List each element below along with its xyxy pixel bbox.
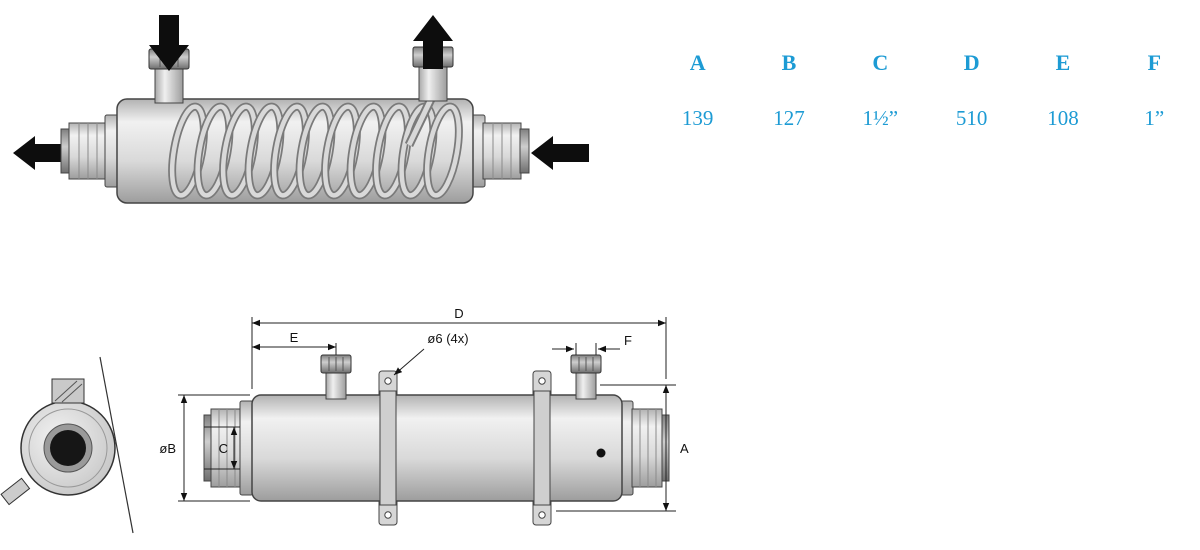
dim-header-c: C <box>872 50 889 75</box>
dim-value-e: 108 <box>1047 106 1079 130</box>
dim-value-a: 139 <box>681 106 714 130</box>
dim-value-b: 127 <box>773 106 805 130</box>
flow-arrow-out-top <box>413 15 453 69</box>
dim-value-d: 510 <box>955 106 988 130</box>
dim-label-e: E <box>290 330 299 345</box>
hose-connector-right-side <box>619 400 670 496</box>
hose-connector-right <box>470 114 530 188</box>
dim-header-a: A <box>689 50 706 75</box>
dimensions <box>178 317 676 512</box>
dimension-labels: D E F ø6 (4x) øB C A <box>159 306 689 456</box>
dim-label-c: C <box>219 441 228 456</box>
side-view <box>203 354 670 526</box>
cutaway-view-svg <box>13 15 589 204</box>
dim-label-holes: ø6 (4x) <box>427 331 468 346</box>
flow-arrow-in-top <box>149 15 189 71</box>
hose-connector-left <box>60 114 120 188</box>
coil-port-right-side <box>570 354 602 400</box>
shell-body-side <box>251 394 623 502</box>
flow-arrow-in-right <box>531 136 589 170</box>
dim-value-c: 1½” <box>862 106 899 130</box>
dimension-table: A B C D E F 139 127 1½” 510 108 1” <box>652 50 1200 131</box>
dim-header-e: E <box>1055 50 1071 75</box>
coil-port-left-side <box>320 354 352 400</box>
end-view-port-section <box>51 378 85 404</box>
mounting-straps <box>379 390 551 506</box>
dim-label-b-dia: øB <box>159 441 176 456</box>
dim-label-f: F <box>624 333 632 348</box>
coil-riser-tube <box>404 95 437 147</box>
dim-header-d: D <box>963 50 980 75</box>
shell-outline <box>116 98 474 204</box>
dim-label-a: A <box>680 441 689 456</box>
hose-connector-left-side <box>203 400 254 496</box>
end-view <box>0 356 134 534</box>
dim-label-d: D <box>454 306 463 321</box>
dim-header-f: F <box>1147 50 1162 75</box>
flow-arrow-out-left <box>13 136 71 170</box>
drain-plug-dot <box>596 448 606 458</box>
dimension-drawing-svg: D E F ø6 (4x) øB C A <box>0 306 689 534</box>
dim-value-f: 1” <box>1144 106 1165 130</box>
dim-header-b: B <box>781 50 797 75</box>
